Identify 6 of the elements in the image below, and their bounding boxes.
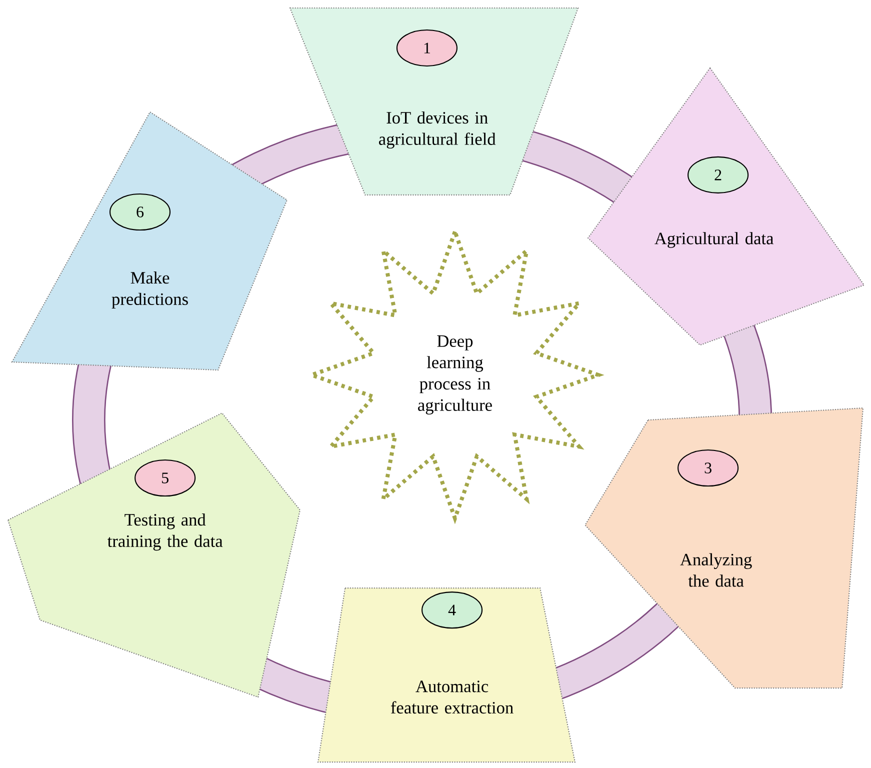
step-label: Automatic feature extraction (390, 680, 514, 714)
step-label: Agricultural data (654, 232, 774, 248)
step-label: Make predictions (112, 271, 188, 309)
step-label: IoT devices in agricultural field (379, 111, 496, 149)
step-label: Testing and training the data (108, 513, 223, 551)
step-label: Analyzing the data (680, 553, 752, 587)
